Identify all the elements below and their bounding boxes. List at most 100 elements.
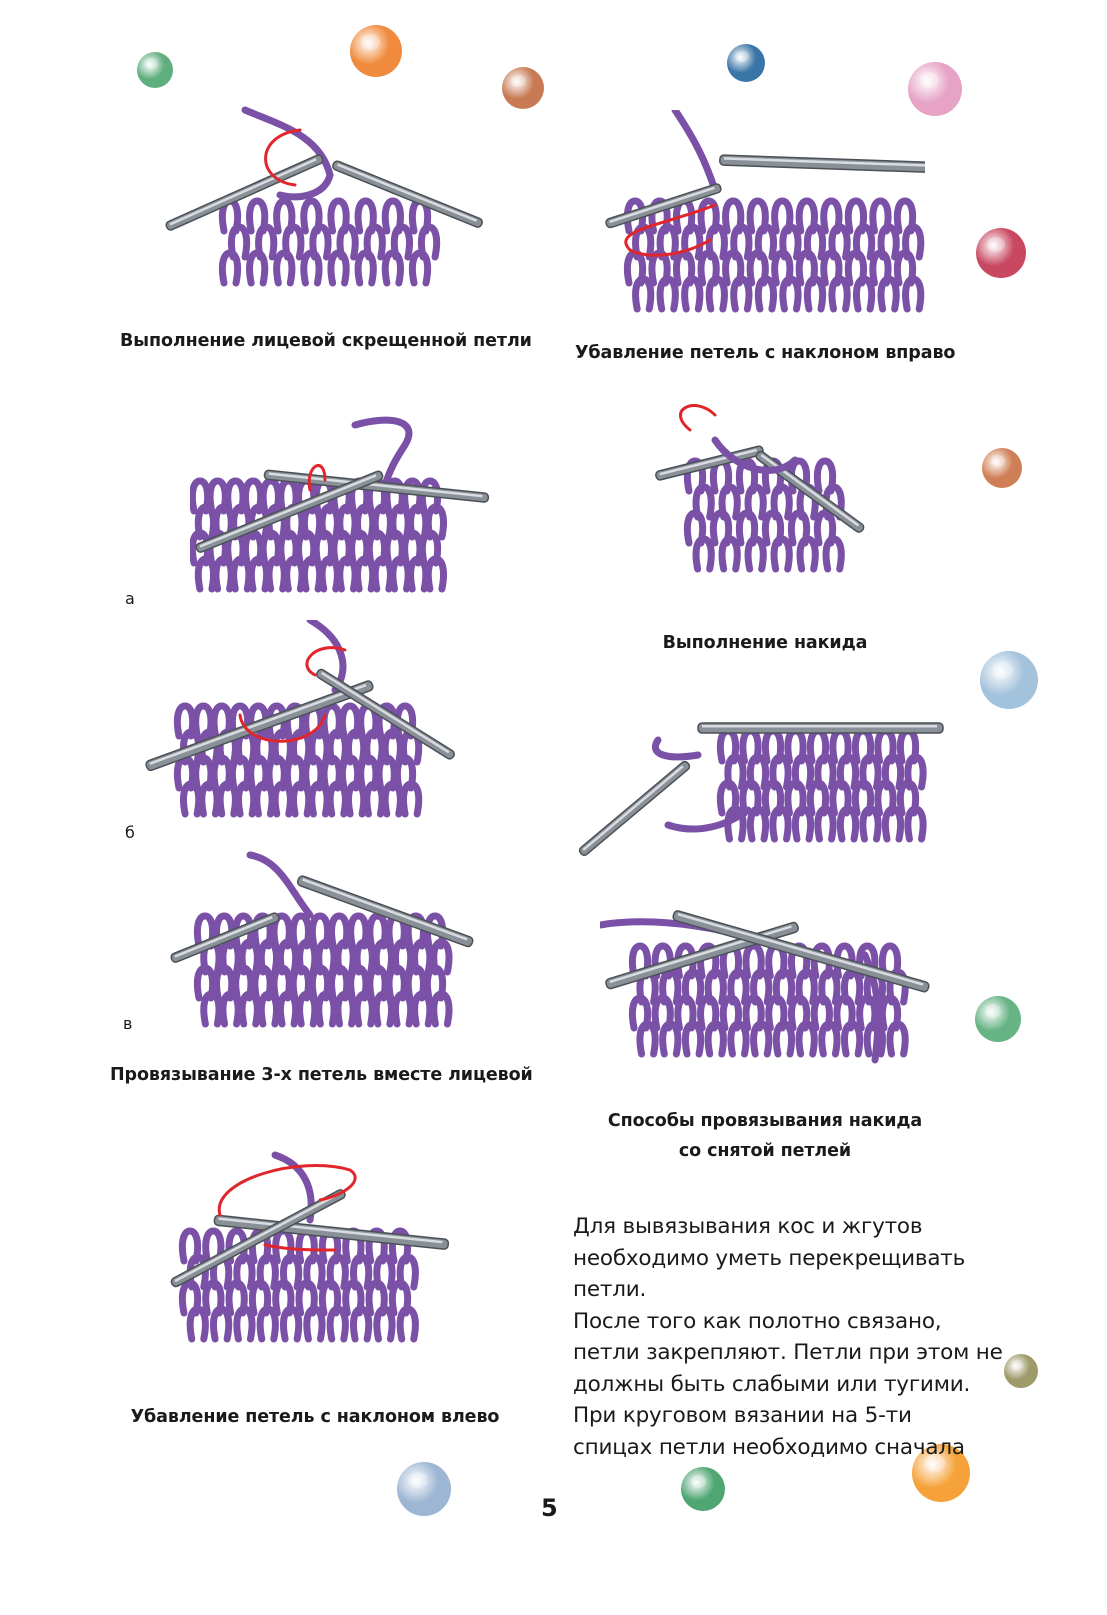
- needle-highlight: [199, 474, 377, 548]
- knit-loop: [238, 990, 261, 1028]
- body-text-line: После того как полотно связано,: [573, 1308, 942, 1334]
- knit-loop: [841, 1020, 864, 1058]
- direction-arrow-icon: [217, 1164, 357, 1252]
- knit-loop: [246, 249, 269, 287]
- knit-loop: [869, 249, 892, 287]
- knit-loop: [326, 1253, 349, 1291]
- knit-loop: [632, 223, 655, 261]
- needle-highlight: [302, 878, 468, 941]
- working-yarn: [241, 106, 334, 201]
- label-b: б: [125, 823, 135, 842]
- caption-decrease-right: Убавление петель с наклоном вправо: [575, 343, 956, 363]
- illustration-crossed-knit-stitch: [165, 106, 483, 287]
- illustration-slipped-stitch-2: [600, 910, 930, 1064]
- yarn-ball: [137, 52, 173, 88]
- knit-loop: [388, 1279, 412, 1317]
- knit-loop: [372, 938, 395, 976]
- knit-loop: [315, 938, 338, 976]
- knit-loop: [233, 1305, 256, 1343]
- body-text-line: петли закрепляют. Петли при этом не: [573, 1340, 1003, 1365]
- yarn-ball: [727, 44, 765, 82]
- knit-loop: [424, 555, 447, 593]
- knit-loop: [852, 223, 876, 261]
- knit-loop: [327, 249, 350, 287]
- knit-loop: [424, 503, 447, 541]
- knit-loop: [353, 990, 376, 1028]
- knit-loop: [648, 249, 671, 287]
- needle-highlight: [149, 683, 367, 765]
- knit-loop: [841, 968, 864, 1006]
- knit-loop: [859, 753, 882, 791]
- illustration-yarn-over: [655, 404, 865, 573]
- illustration-step-v: [170, 851, 474, 1028]
- knit-loop: [881, 753, 905, 791]
- needle-highlight: [760, 453, 860, 527]
- knit-loop: [681, 968, 705, 1006]
- knit-loop: [765, 994, 788, 1032]
- knit-loop: [881, 805, 905, 843]
- knit-loop: [787, 509, 811, 547]
- knit-loop: [373, 1305, 396, 1343]
- knit-loop: [772, 968, 796, 1006]
- knit-loop: [727, 968, 750, 1006]
- knit-loop: [787, 994, 811, 1032]
- knit-loop: [276, 938, 300, 976]
- illustration-decrease-right: [605, 110, 925, 313]
- knit-loop: [396, 1253, 419, 1291]
- knit-loop: [334, 938, 357, 976]
- knit-loop: [746, 805, 770, 843]
- knit-loop: [273, 197, 296, 235]
- knit-loop: [350, 1253, 373, 1291]
- knit-loop: [423, 964, 447, 1002]
- knit-loop: [256, 1253, 279, 1291]
- knit-loop: [256, 1305, 279, 1343]
- knit-loop: [270, 964, 293, 1002]
- knit-loop: [796, 535, 819, 573]
- knit-loop: [366, 912, 389, 950]
- knit-loop: [893, 249, 917, 287]
- knit-loop: [289, 964, 312, 1002]
- needle-highlight: [174, 916, 273, 958]
- caption-slipped-stitch-line1: Способы провязывания накида: [607, 1111, 923, 1131]
- knit-loop: [390, 223, 413, 261]
- knit-loop: [803, 223, 827, 261]
- body-text-line: должны быть слабыми или тугими.: [573, 1371, 971, 1397]
- knit-loop: [276, 990, 300, 1028]
- knit-loop: [365, 1279, 388, 1317]
- knit-loop: [273, 249, 296, 287]
- knit-loop: [385, 964, 408, 1002]
- knit-loop: [744, 483, 767, 521]
- caption-slipped-stitch-line2: со снятой петлей: [678, 1141, 852, 1161]
- yarn-ball: [980, 651, 1038, 709]
- direction-arrow-icon: [307, 464, 327, 492]
- body-text-line: необходимо уметь перекрещивать: [573, 1245, 966, 1271]
- knit-loop: [381, 249, 404, 287]
- knit-loop: [820, 249, 843, 287]
- knit-loop: [213, 964, 236, 1002]
- knit-loop: [303, 1305, 326, 1343]
- body-text-line: спицах петли необходимо сначала: [573, 1434, 965, 1460]
- knit-loop: [656, 223, 679, 261]
- knit-loop: [328, 912, 351, 950]
- knit-loop: [178, 1227, 202, 1265]
- working-yarn: [711, 436, 799, 474]
- knit-loop: [347, 912, 370, 950]
- knit-loop: [219, 938, 242, 976]
- knit-loop: [417, 223, 441, 261]
- knit-loop: [761, 779, 785, 817]
- direction-arrow-icon: [238, 646, 347, 743]
- knit-loop: [628, 994, 652, 1032]
- working-yarn: [351, 416, 413, 489]
- knit-loop: [308, 964, 332, 1002]
- knit-loop: [705, 275, 728, 313]
- knit-loop: [814, 805, 837, 843]
- knit-loop: [411, 938, 434, 976]
- yarn-ball: [502, 67, 544, 109]
- knit-loop: [727, 1020, 750, 1058]
- knit-loop: [681, 223, 704, 261]
- knit-loop: [347, 964, 370, 1002]
- knit-loop: [408, 249, 432, 287]
- knit-loop: [353, 938, 376, 976]
- knit-loop: [742, 942, 765, 980]
